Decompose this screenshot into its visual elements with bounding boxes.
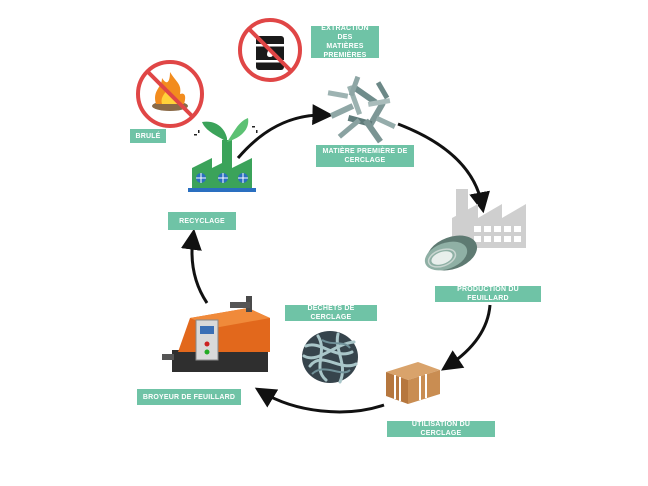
- no-oil-barrel-icon: [238, 18, 302, 82]
- cardboard-boxes-icon: [386, 362, 440, 404]
- label-utilisation: UTILISATION DU CERCLAGE: [387, 421, 495, 437]
- label-dechets: DÉCHETS DE CERCLAGE: [285, 305, 377, 321]
- label-brule: BRULÉ: [130, 129, 166, 143]
- label-recyclage: RECYCLAGE: [168, 212, 236, 230]
- arrow-recycling-to-raw-material: [236, 104, 334, 159]
- strap-coil-icon: [424, 235, 478, 271]
- strap-waste-icon: [302, 331, 358, 384]
- shredder-machine-icon: [162, 296, 270, 372]
- arrow-production-to-utilisation: [441, 304, 492, 371]
- label-matiere-premiere: MATIÈRE PREMIÈRE DE CERCLAGE: [316, 145, 414, 167]
- factory-icon: [452, 189, 526, 248]
- arrow-shredder-to-recycling: [180, 228, 209, 304]
- shredded-plastic-icon: [327, 75, 396, 144]
- label-production: PRODUCTION DU FEUILLARD: [435, 286, 541, 302]
- eco-factory-icon: [188, 118, 258, 192]
- label-extraction: EXTRACTION DES MATIÈRES PREMIÈRES: [311, 25, 379, 59]
- arrow-utilisation-to-shredder: [254, 387, 385, 414]
- no-burning-icon: [136, 60, 204, 128]
- arrow-raw-material-to-production: [397, 122, 490, 214]
- label-broyeur: BROYEUR DE FEUILLARD: [137, 389, 241, 405]
